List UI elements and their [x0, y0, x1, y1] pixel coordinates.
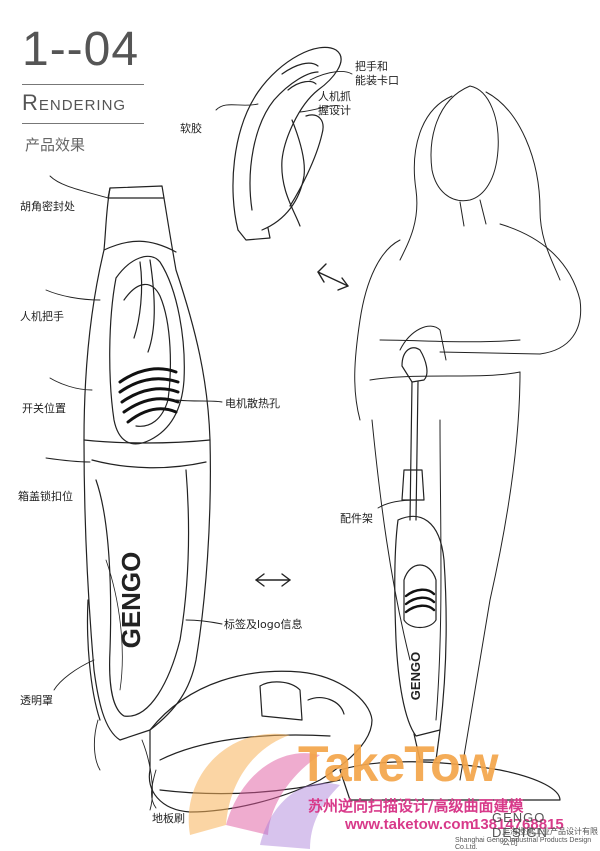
- page-title: Rendering: [22, 90, 127, 115]
- annotation-corner-seal: 胡角密封处: [20, 200, 75, 213]
- page-number: 1--04: [22, 23, 140, 76]
- product-logo-large: GENGO: [116, 552, 146, 649]
- title-divider-bottom: [22, 123, 144, 124]
- body-detail-sketch: [83, 185, 211, 811]
- vacuum-product-sketch: [339, 347, 561, 801]
- title-divider-top: [22, 84, 144, 85]
- handle-detail-sketch: [232, 46, 342, 241]
- watermark-url[interactable]: www.taketow.com: [345, 816, 474, 833]
- company-name-en: Shanghai Gengo Industrial Products Desig…: [455, 837, 592, 851]
- watermark-brand: TakeTow: [298, 736, 499, 792]
- annotation-button-position: 开关位置: [22, 402, 66, 415]
- annotation-leaders: [45, 71, 419, 809]
- annotation-soft-rubber: 软胶: [180, 122, 202, 135]
- annotation-hand-grip: 人机抓握设计: [318, 90, 351, 117]
- annotation-handle-grip: 把手和能装卡口: [355, 60, 399, 87]
- product-logo-small: GENGO: [408, 652, 423, 700]
- watermark-phone: 13814768815: [472, 816, 564, 833]
- page-subtitle: 产品效果: [25, 136, 86, 154]
- watermark-tagline: 苏州逆向扫描设计/高级曲面建模: [308, 797, 524, 815]
- annotation-transparent-cover: 透明罩: [20, 694, 53, 707]
- double-arrow: [255, 263, 349, 587]
- annotation-accessory-rack: 配件架: [340, 512, 373, 525]
- company-name-cn: 上海橙果工业产品设计有限公司: [502, 827, 598, 847]
- annotation-motor-vent: 电机散热孔: [225, 397, 280, 410]
- motor-vent-slats: [118, 367, 180, 424]
- annotation-logo-info: 标签及logo信息: [224, 618, 303, 631]
- studio-name: GENGO DESIGN: [492, 810, 548, 840]
- annotation-floor-brush: 地板刷: [152, 812, 185, 825]
- annotation-latch-position: 箱盖锁扣位: [18, 490, 73, 503]
- vacuum-vent-slats: [404, 588, 436, 614]
- watermark-swirl: [188, 733, 340, 849]
- woman-figure-sketch: [354, 85, 582, 781]
- annotation-ergonomic-handle: 人机把手: [20, 310, 64, 323]
